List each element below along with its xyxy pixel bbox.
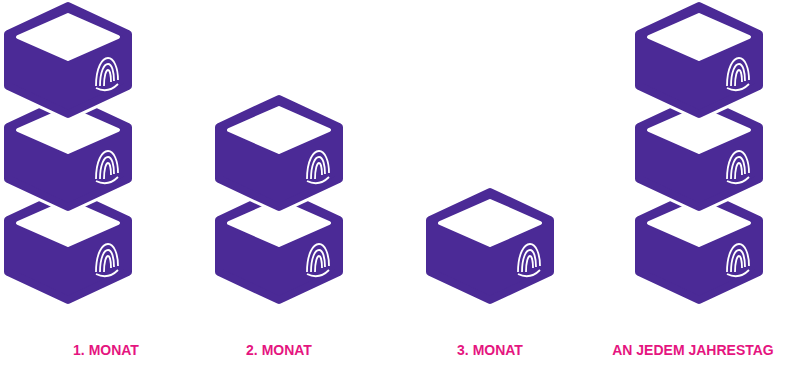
cube bbox=[639, 6, 759, 114]
step-label: 1. MONAT bbox=[4, 342, 208, 358]
step-label: 2. MONAT bbox=[177, 342, 381, 358]
cube bbox=[219, 99, 339, 207]
cube bbox=[8, 6, 128, 114]
step-label: 3. MONAT bbox=[388, 342, 592, 358]
cube bbox=[430, 192, 550, 300]
step-label: AN JEDEM JAHRESTAG bbox=[591, 342, 795, 358]
